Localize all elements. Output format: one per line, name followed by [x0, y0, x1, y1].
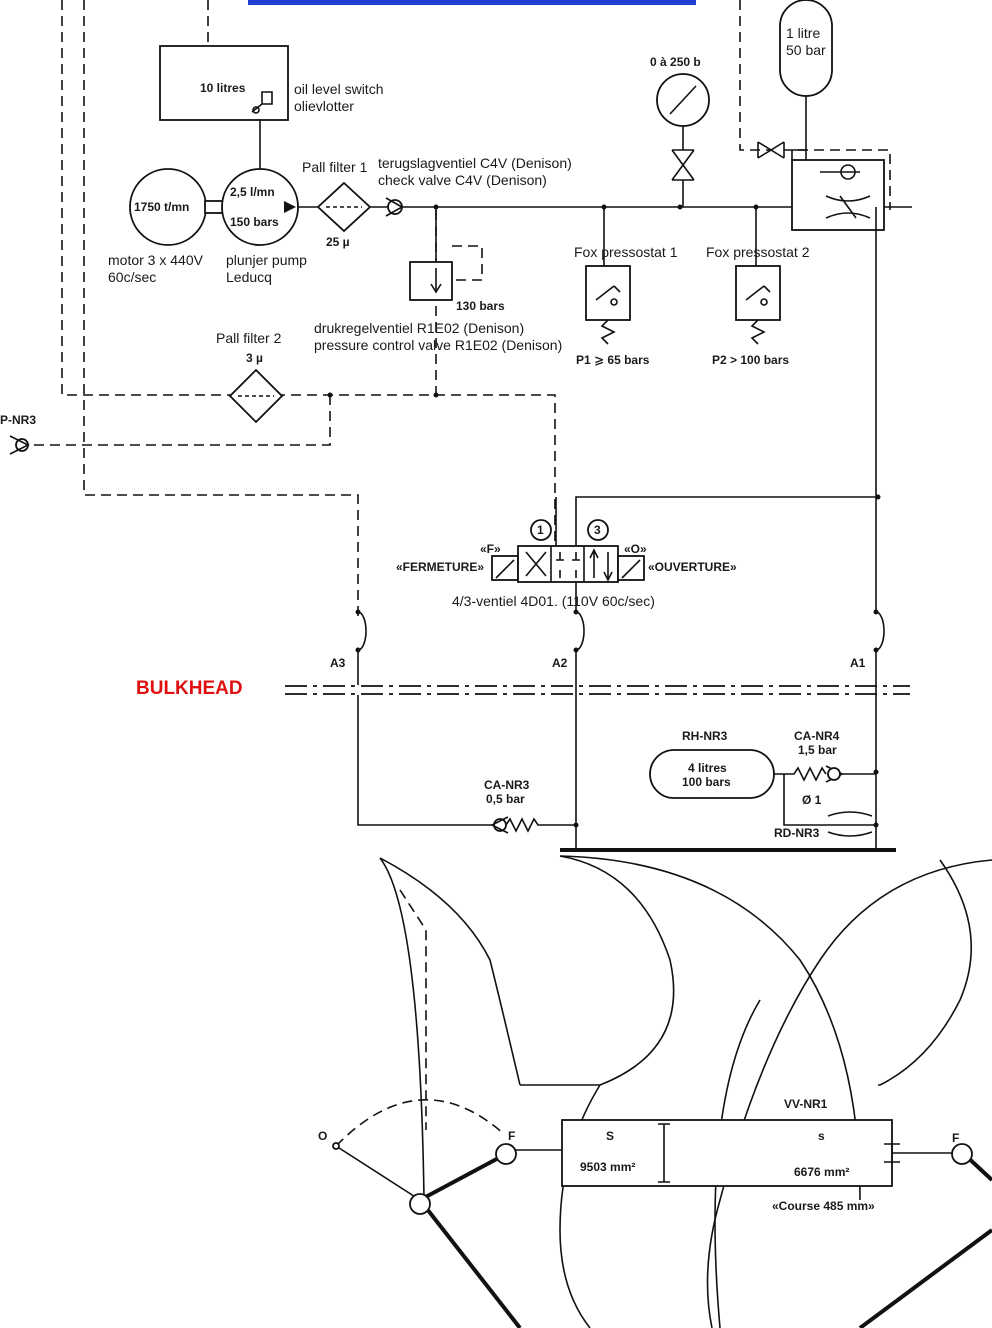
tank-volume-label: 10 litres — [200, 81, 246, 95]
rd-nr3-label: RD-NR3 — [774, 826, 820, 840]
relief-setting-label: 130 bars — [456, 299, 505, 313]
cyl-big-s-label: S — [606, 1129, 614, 1143]
pressure-valve-label-nl: drukregelventiel R1E02 (Denison) — [314, 320, 524, 336]
ca-nr4-label: CA-NR4 — [794, 729, 840, 743]
motor-desc-2: 60c/sec — [108, 269, 156, 285]
actuator-linkage — [332, 1098, 992, 1328]
pressure-valve-label-en: pressure control valve R1E02 (Denison) — [314, 337, 562, 353]
orifice-label: Ø 1 — [802, 793, 822, 807]
oil-level-switch-label-en: oil level switch — [294, 81, 383, 97]
bulkhead-label: BULKHEAD — [136, 678, 243, 699]
course-label: «Course 485 mm» — [772, 1199, 875, 1213]
check-valve-label-en: check valve C4V (Denison) — [378, 172, 547, 188]
check-valve-c4v — [385, 197, 404, 217]
p1-setting-label: P1 ⩾ 65 bars — [576, 353, 650, 367]
bulkhead-lines — [355, 497, 885, 850]
pall-filter-2-label: Pall filter 2 — [216, 330, 282, 346]
pall-filter-2 — [228, 368, 284, 424]
fox-pressostat-2 — [735, 207, 781, 345]
gauge-range-label: 0 à 250 b — [650, 55, 701, 69]
cyl-small-s-label: s — [818, 1129, 825, 1143]
plunger-pump: 2,5 l/mn 150 bars — [221, 168, 299, 246]
pump-flow-label: 2,5 l/mn — [230, 185, 275, 199]
ouverture-label: «OUVERTURE» — [648, 560, 737, 574]
cylinder-vv-nr1 — [512, 1119, 956, 1187]
pump-desc-1: plunjer pump — [226, 252, 307, 268]
p-nr3-coupling — [9, 435, 30, 455]
filter-2-rating: 3 µ — [246, 351, 263, 365]
header-bar — [248, 0, 696, 5]
pall-filter-1 — [316, 181, 372, 233]
rh-volume-label: 4 litres — [688, 761, 727, 775]
ca-nr3-label: CA-NR3 — [484, 778, 530, 792]
oil-tank: 10 litres — [159, 45, 289, 180]
pump-desc-2: Leducq — [226, 269, 272, 285]
o-short-label: «O» — [624, 542, 647, 556]
accumulator-volume-label: 1 litre — [786, 25, 820, 41]
vv-nr1-label: VV-NR1 — [784, 1097, 828, 1111]
oil-level-switch-label-nl: olievlotter — [294, 98, 354, 114]
f-short-label: «F» — [480, 542, 501, 556]
bulkhead-line — [285, 685, 910, 695]
drain-lines — [30, 0, 770, 620]
cyl-big-area-label: 9503 mm² — [580, 1160, 635, 1174]
pos-o-label: O — [318, 1129, 327, 1143]
directional-valve-4-3 — [491, 496, 878, 583]
fox-pressostat-1-label: Fox pressostat 1 — [574, 244, 678, 260]
pos-f-left-label: F — [508, 1129, 515, 1143]
pump-pressure-label: 150 bars — [230, 215, 279, 229]
p2-setting-label: P2 > 100 bars — [712, 353, 789, 367]
safety-block — [757, 141, 891, 497]
motor-speed-label: 1750 t/mn — [134, 200, 189, 214]
pall-filter-1-label: Pall filter 1 — [302, 159, 368, 175]
port-1-label: 1 — [537, 523, 544, 537]
valve-4-3-label: 4/3-ventiel 4D01. (110V 60c/sec) — [452, 593, 655, 609]
ca-nr4-pressure-label: 1,5 bar — [798, 743, 837, 757]
a3-label: A3 — [330, 656, 346, 670]
pressure-gauge — [656, 73, 710, 207]
accumulator-1-litre — [779, 0, 833, 160]
fox-pressostat-1 — [585, 207, 631, 345]
p-nr3-label: P-NR3 — [0, 413, 36, 427]
port-3-label: 3 — [594, 523, 601, 537]
a1-label: A1 — [850, 656, 866, 670]
fox-pressostat-2-label: Fox pressostat 2 — [706, 244, 810, 260]
filter-1-rating: 25 µ — [326, 235, 350, 249]
fermeture-label: «FERMETURE» — [396, 560, 484, 574]
a2-label: A2 — [552, 656, 568, 670]
valve-body — [379, 855, 992, 1328]
rh-nr3-label: RH-NR3 — [682, 729, 728, 743]
accumulator-pressure-label: 50 bar — [786, 42, 826, 58]
cyl-small-area-label: 6676 mm² — [794, 1165, 849, 1179]
rh-nr3-accumulator — [649, 749, 876, 837]
ca-nr3-check-valve — [490, 816, 576, 834]
pressure-control-valve — [409, 207, 453, 301]
check-valve-label-nl: terugslagventiel C4V (Denison) — [378, 155, 572, 171]
rh-pressure-label: 100 bars — [682, 775, 731, 789]
pos-f-right-label: F — [952, 1131, 959, 1145]
ca-nr3-pressure-label: 0,5 bar — [486, 792, 525, 806]
motor: 1750 t/mn — [129, 168, 224, 246]
motor-desc-1: motor 3 x 440V — [108, 252, 204, 268]
